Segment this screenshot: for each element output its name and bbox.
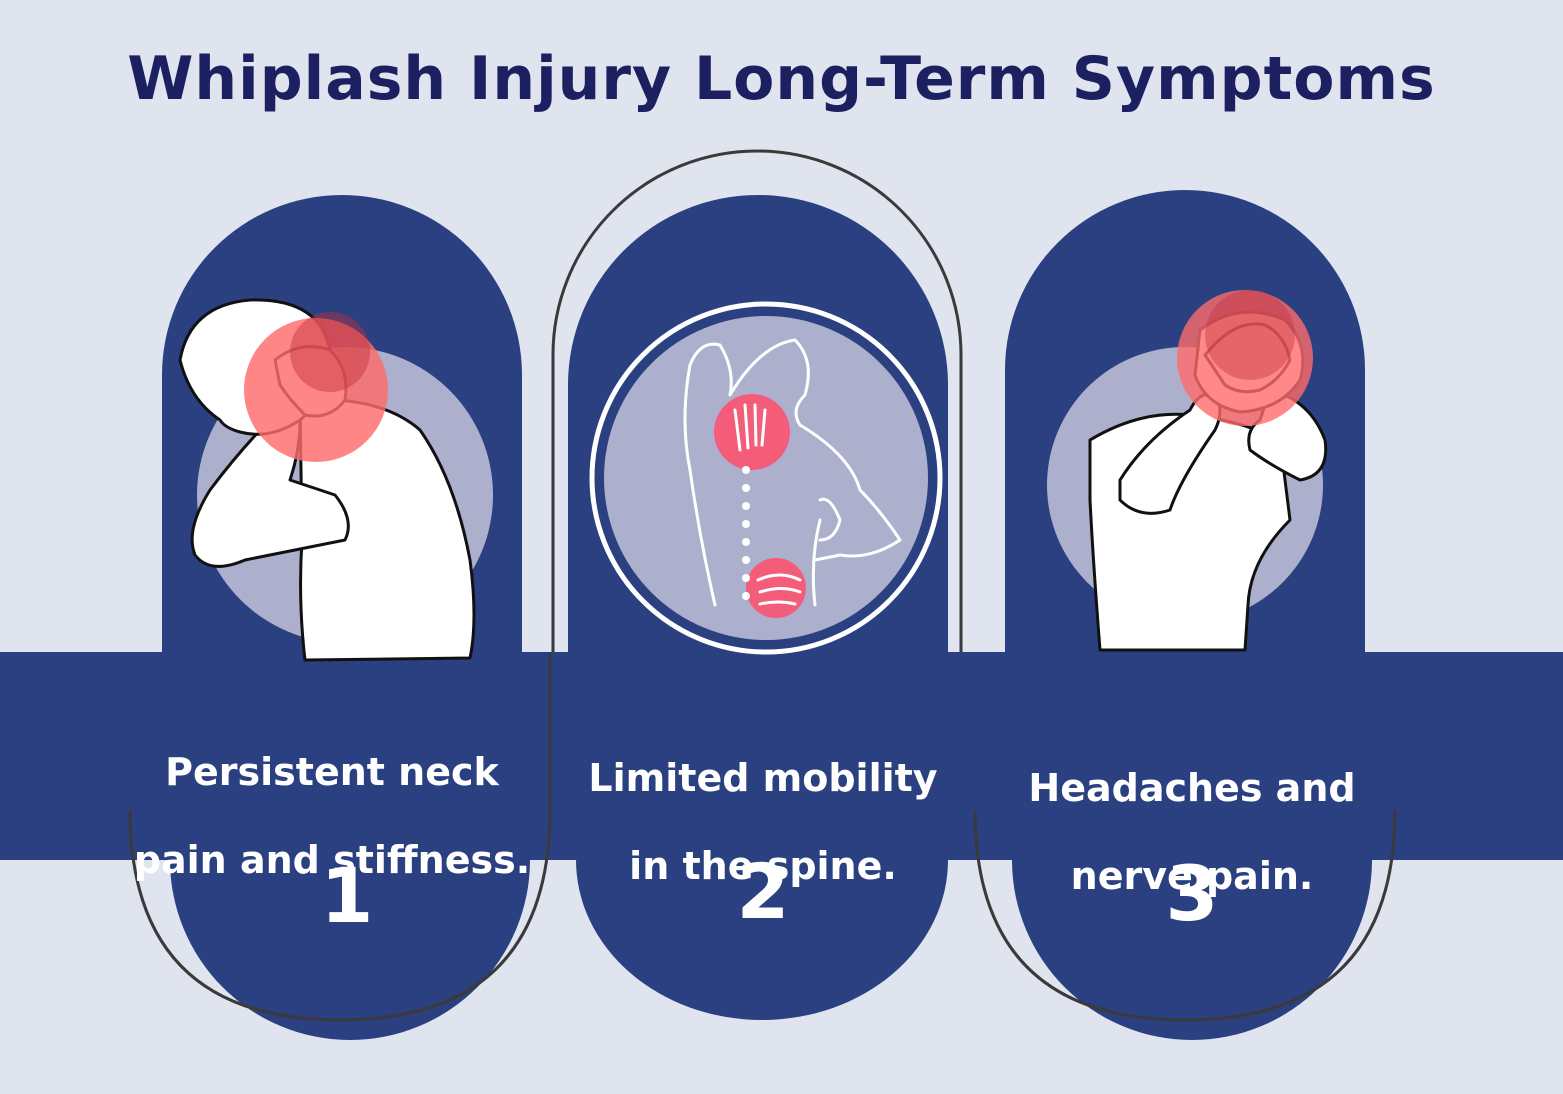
figure-1-arm xyxy=(190,418,350,568)
card-3-label-line2: nerve pain. xyxy=(1070,854,1314,898)
card-1-label-line1: Persistent neck xyxy=(165,750,499,794)
neck-pain-figure xyxy=(178,298,476,662)
card-1-bottom xyxy=(170,860,530,1040)
figure-1-pain-glow xyxy=(244,318,388,462)
label-band xyxy=(0,652,1563,860)
figure-3-pain-glow xyxy=(1177,290,1313,426)
spine-pain-figure xyxy=(683,338,902,618)
card-1-label-line2: pain and stiffness. xyxy=(133,838,531,882)
card-2-bottom xyxy=(576,860,948,1020)
card-2-outline-arch xyxy=(551,149,963,652)
headache-figure xyxy=(1088,290,1328,652)
figure-1-pain-core xyxy=(290,312,370,392)
card-3-bottom xyxy=(1012,860,1372,1040)
figure-2-spine-dots xyxy=(742,466,750,600)
card-1-outline xyxy=(128,652,552,1022)
card-2-label-line1: Limited mobility xyxy=(588,756,938,800)
page-title: Whiplash Injury Long-Term Symptoms xyxy=(127,44,1436,114)
figure-2-hand-lines xyxy=(756,573,802,606)
card-1-number: 1 xyxy=(320,851,374,940)
card-2-label-line2: in the spine. xyxy=(629,844,897,888)
card-3-label: Headaches and nerve pain. xyxy=(982,722,1402,942)
card-1-label: Persistent neck pain and stiffness. xyxy=(122,706,542,926)
card-3-outline xyxy=(973,809,1397,1022)
figure-3-pain-core xyxy=(1205,290,1295,380)
card-2-number: 2 xyxy=(736,847,790,936)
card-2-label: Limited mobility in the spine. xyxy=(553,712,973,932)
figure-2-arm xyxy=(811,497,842,607)
figure-2-neck-lines xyxy=(733,403,767,452)
figure-2-upper-pain xyxy=(714,394,790,470)
figure-1-torso xyxy=(298,397,476,662)
card-3-number: 3 xyxy=(1165,849,1219,938)
card-3-label-line1: Headaches and xyxy=(1028,766,1356,810)
figure-2-back-outline xyxy=(683,338,902,607)
